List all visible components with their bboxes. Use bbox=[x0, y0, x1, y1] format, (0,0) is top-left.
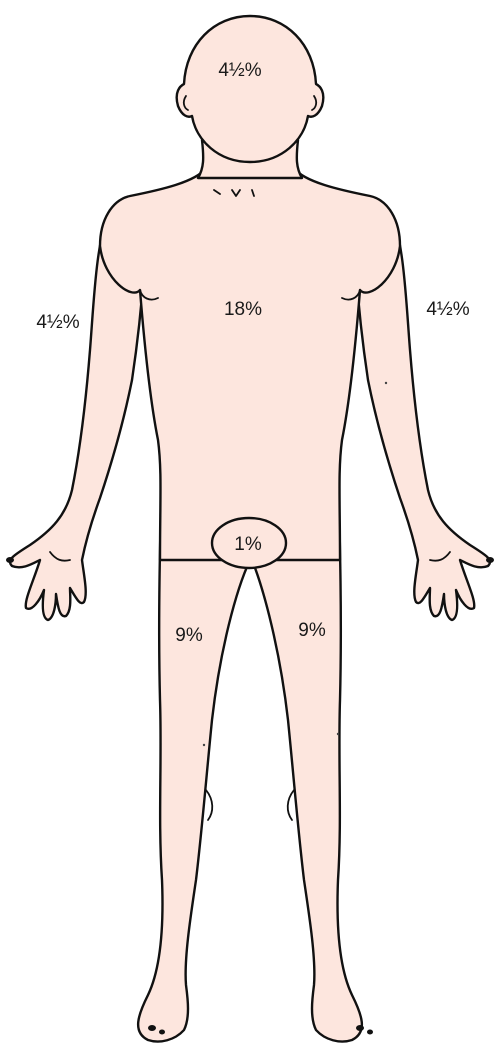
trunk-percent-label: 18% bbox=[224, 299, 262, 320]
nail bbox=[356, 1025, 364, 1031]
left-arm-percent-label: 4½% bbox=[36, 312, 79, 333]
nail bbox=[486, 557, 494, 563]
right-leg-percent-label: 9% bbox=[298, 620, 326, 641]
nail bbox=[367, 1030, 373, 1035]
nail bbox=[159, 1030, 165, 1035]
genital-percent-label: 1% bbox=[234, 534, 262, 555]
torso bbox=[100, 168, 400, 560]
nail bbox=[6, 557, 14, 563]
head bbox=[177, 16, 324, 162]
right-arm-percent-label: 4½% bbox=[426, 299, 469, 320]
nail bbox=[148, 1025, 156, 1031]
left-leg-percent-label: 9% bbox=[175, 625, 203, 646]
head-percent-label: 4½% bbox=[218, 60, 261, 81]
